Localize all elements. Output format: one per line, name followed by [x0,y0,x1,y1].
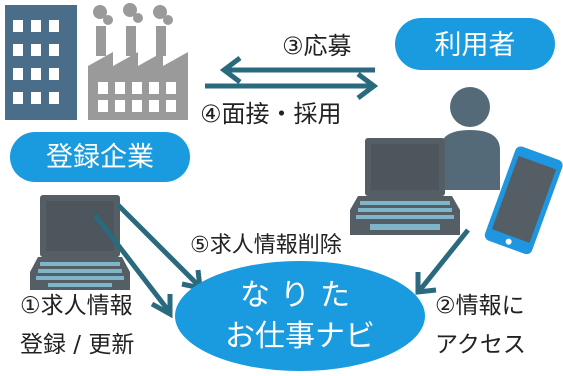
office-building-icon [5,5,77,120]
access-label-line2: アクセス [435,332,526,358]
company-label-box: 登録企業 [10,132,190,182]
register-label-line2: 登録 / 更新 [20,332,134,358]
smartphone-icon [484,146,563,255]
laptop-icon [30,195,130,290]
access-arrow [415,228,470,295]
service-ellipse: なりた お仕事ナビ [175,261,425,371]
delete-arrow [93,213,173,319]
service-name-line1: なりた [240,278,360,313]
access-label-line1: ②情報に [435,293,525,319]
person-icon [440,87,500,190]
apply-label: ③応募 [282,32,352,60]
register-label-line1: ①求人情報 [20,293,133,319]
user-label: 利用者 [435,30,516,61]
company-label: 登録企業 [46,142,154,173]
factory-icon [88,3,188,120]
laptop-icon [350,138,460,235]
interview-arrow [205,72,379,100]
apply-arrow [219,56,375,84]
service-name-line2: お仕事ナビ [225,319,375,354]
interview-label: ④面接・採用 [200,100,342,128]
user-label-box: 利用者 [395,18,555,70]
delete-label: ⑤求人情報削除 [190,233,342,258]
register-arrow [116,203,203,292]
